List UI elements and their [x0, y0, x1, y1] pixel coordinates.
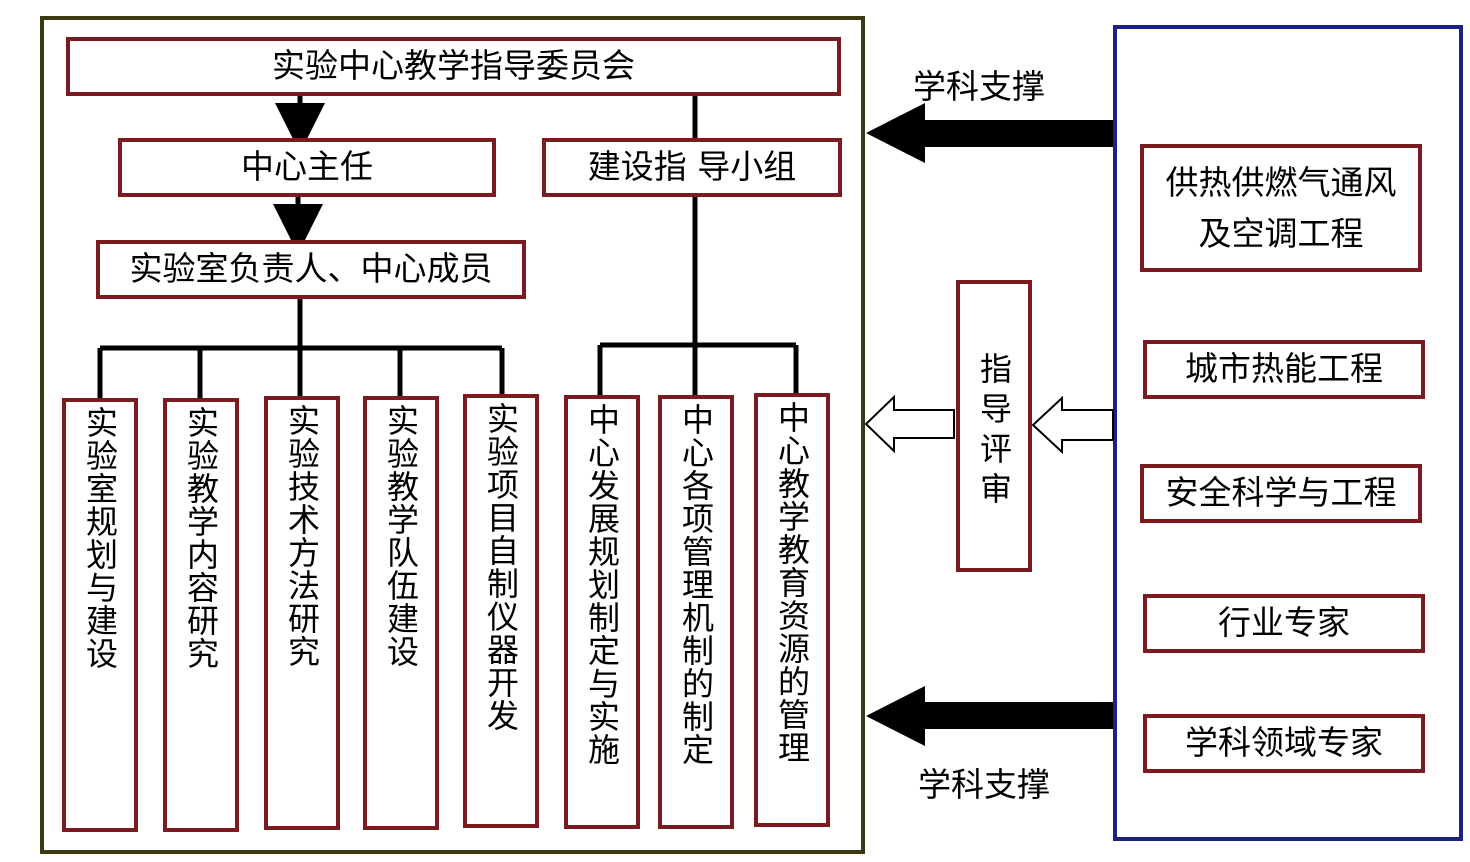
discipline-support-frame	[1113, 25, 1463, 841]
guide-group-box: 建设指 导小组	[542, 138, 842, 197]
director-box: 中心主任	[118, 138, 496, 197]
source-label: 行业专家	[1218, 603, 1350, 643]
right-task-box: 中心教学教育资源的管理	[754, 393, 830, 827]
source-label: 供热供燃气通风及空调工程	[1165, 162, 1397, 253]
right-task-box: 中心各项管理机制的制定	[658, 395, 734, 829]
right-task-box: 中心发展规划制定与实施	[564, 395, 640, 829]
left-task-label: 实验教学队伍建设	[382, 404, 420, 668]
source-label: 学科领域专家	[1185, 723, 1383, 763]
members-label: 实验室负责人、中心成员	[129, 249, 493, 289]
right-task-label: 中心教学教育资源的管理	[773, 401, 811, 764]
source-label: 安全科学与工程	[1165, 473, 1397, 513]
left-task-label: 实验技术方法研究	[283, 404, 321, 668]
left-task-label: 实验室规划与建设	[81, 406, 119, 670]
hollow-arrow-left	[864, 394, 955, 454]
left-task-box: 实验项目自制仪器开发	[463, 394, 539, 828]
source-box: 行业专家	[1143, 594, 1425, 653]
source-box: 城市热能工程	[1143, 340, 1425, 399]
source-label: 城市热能工程	[1185, 349, 1383, 389]
members-box: 实验室负责人、中心成员	[96, 240, 526, 299]
support-arrow-bottom	[866, 686, 1113, 746]
support-label-bottom: 学科支撑	[918, 765, 1050, 804]
hollow-arrow-right	[1031, 395, 1114, 455]
guidance-review-box: 指导评审	[956, 280, 1032, 572]
support-label-top: 学科支撑	[913, 67, 1045, 106]
source-box: 安全科学与工程	[1140, 464, 1422, 523]
left-task-label: 实验项目自制仪器开发	[482, 402, 520, 732]
source-box: 供热供燃气通风及空调工程	[1140, 144, 1422, 272]
right-task-label: 中心各项管理机制的制定	[677, 403, 715, 766]
left-task-box: 实验技术方法研究	[264, 396, 340, 830]
committee-label: 实验中心教学指导委员会	[272, 46, 635, 86]
support-arrow-top	[866, 103, 1113, 163]
right-task-label: 中心发展规划制定与实施	[583, 403, 621, 766]
left-task-label: 实验教学内容研究	[182, 406, 220, 670]
center-organization-frame	[40, 16, 865, 854]
guide-group-label: 建设指 导小组	[587, 147, 797, 187]
guidance-review-label: 指导评审	[975, 352, 1013, 512]
director-label: 中心主任	[241, 147, 373, 187]
left-task-box: 实验教学队伍建设	[363, 396, 439, 830]
committee-box: 实验中心教学指导委员会	[66, 37, 841, 96]
left-task-box: 实验室规划与建设	[62, 398, 138, 832]
left-task-box: 实验教学内容研究	[163, 398, 239, 832]
source-box: 学科领域专家	[1143, 714, 1425, 773]
